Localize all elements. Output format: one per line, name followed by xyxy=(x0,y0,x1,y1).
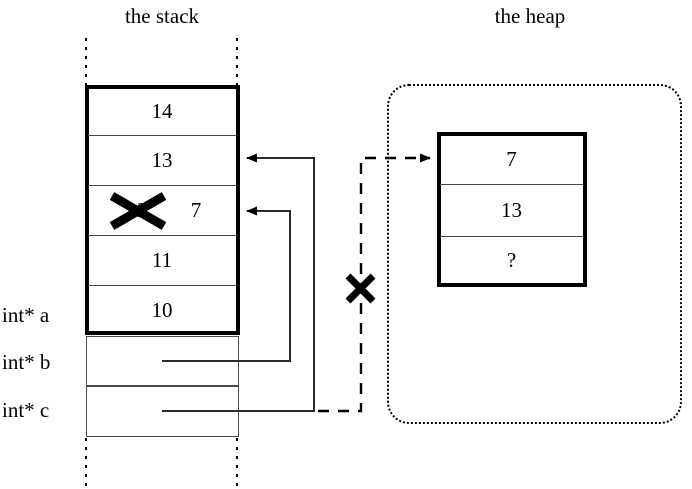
stack-sep-3 xyxy=(88,235,236,236)
stack-dotted-right-top xyxy=(236,38,238,86)
stack-dotted-left-bottom xyxy=(85,438,87,489)
stack-cell-2-new-value: 7 xyxy=(190,197,202,222)
variable-label-b: int* b xyxy=(2,350,51,374)
stack-frame-box xyxy=(85,85,240,335)
stack-dotted-left-top xyxy=(85,38,87,86)
heap-cell-1: 13 xyxy=(501,197,522,222)
severed-link-x-icon xyxy=(345,273,376,304)
stack-cell-4: 10 xyxy=(151,297,173,322)
stack-cell-0: 14 xyxy=(151,99,173,123)
stack-sep-2 xyxy=(88,185,236,186)
variable-label-a: int* a xyxy=(2,303,50,327)
heap-sep-2 xyxy=(440,236,583,237)
stack-sep-1 xyxy=(88,135,236,136)
stack-cell-3: 11 xyxy=(151,247,173,272)
struck-value-x-icon xyxy=(109,192,167,230)
edge-c-to-stack-13 xyxy=(162,153,315,412)
heap-title: the heap xyxy=(494,4,566,28)
edge-b-to-stack-12 xyxy=(162,206,291,362)
stack-sep-4 xyxy=(88,285,236,286)
variable-label-c: int* c xyxy=(2,398,50,422)
heap-sep-1 xyxy=(440,184,583,185)
stack-cell-1: 13 xyxy=(151,147,173,172)
edge-c-to-heap-dashed xyxy=(318,153,431,413)
heap-region-boundary xyxy=(387,84,682,424)
heap-box xyxy=(437,132,587,287)
stack-title: the stack xyxy=(124,4,200,28)
heap-cell-0: 7 xyxy=(506,147,517,171)
heap-cell-2: ? xyxy=(506,247,517,272)
stack-dotted-right-bottom xyxy=(236,438,238,489)
